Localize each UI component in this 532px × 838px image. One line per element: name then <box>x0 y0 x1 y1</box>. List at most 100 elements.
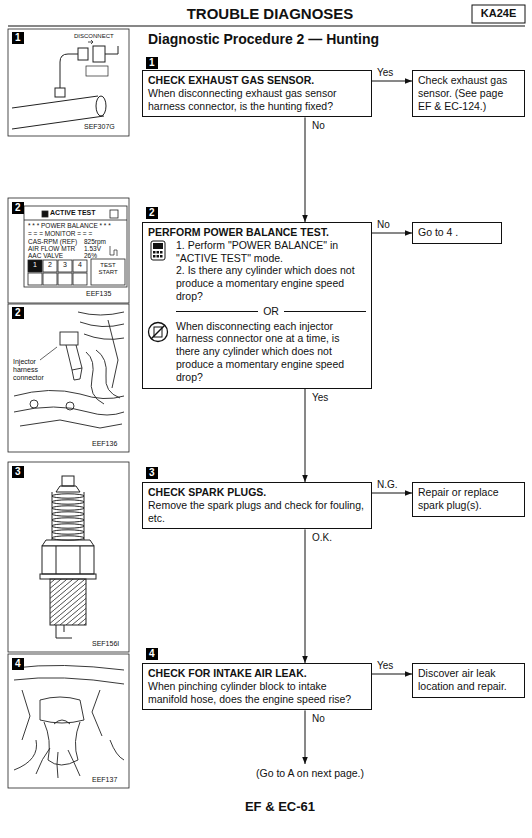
consult-screen <box>28 273 42 285</box>
spark-plug-figure <box>80 546 81 574</box>
flow-arrow <box>372 493 412 494</box>
edge-label: No <box>311 120 326 132</box>
intake-hose-figure <box>92 690 102 736</box>
screen-text: AAC VALVE <box>28 252 63 259</box>
consult-icon <box>147 240 169 262</box>
diagram-title: Diagnostic Procedure 2 — Hunting <box>148 31 379 47</box>
step-number: 1 <box>146 57 158 69</box>
panel-frame <box>8 462 129 652</box>
icon-stroke <box>157 251 160 254</box>
spark-plug-figure <box>40 476 96 638</box>
engine-injector-figure <box>66 402 74 410</box>
button-number: 4 <box>73 261 87 269</box>
spark-plug-figure <box>52 494 84 540</box>
edge-label: Yes <box>376 67 394 79</box>
consult-screen <box>110 246 117 256</box>
step-text: Go to 4 . <box>418 226 458 238</box>
callout-number: 4 <box>12 658 24 670</box>
insulator-rib <box>52 506 84 510</box>
screen-text: = = = MONITOR = = = <box>28 230 92 237</box>
step-heading: CHECK SPARK PLUGS. <box>148 486 266 498</box>
exhaust-sensor-figure <box>78 48 88 60</box>
text-block: PERFORM POWER BALANCE TEST. <box>148 226 366 239</box>
consult-screen <box>24 206 127 287</box>
consult-screen <box>58 260 72 272</box>
step-text: When pinching cylinder block to intake m… <box>148 680 351 705</box>
step-text: Discover air leak location and repair. <box>418 667 507 692</box>
icon-stroke <box>160 255 163 258</box>
step-text: Repair or replace spark plug(s). <box>418 486 499 511</box>
screen-text: AIR FLOW MTR <box>28 245 75 252</box>
header-rule <box>472 5 525 23</box>
no-tester-icon <box>147 321 169 343</box>
text-block: (Go to A on next page.) <box>250 767 370 780</box>
process-box: CHECK SPARK PLUGS.Remove the spark plugs… <box>142 482 372 529</box>
intake-hose-figure <box>14 740 37 770</box>
panel-frame <box>8 29 129 788</box>
insulator-rib <box>52 500 84 504</box>
consult-screen <box>91 259 125 285</box>
consult-screen <box>43 273 57 285</box>
spark-plug-figure <box>50 579 86 625</box>
engine-injector-figure <box>84 334 124 339</box>
icon-stroke <box>157 255 160 258</box>
text-block: 1. Perform "POWER BALANCE" in "ACTIVE TE… <box>148 239 366 265</box>
icon-stroke <box>160 251 163 254</box>
button-number: 2 <box>43 261 57 269</box>
consult-screen <box>58 273 72 285</box>
text-block: CHECK FOR INTAKE AIR LEAK. <box>148 667 366 680</box>
text-block: Check exhaust gas sensor. (See page EF &… <box>418 74 519 112</box>
engine-injector-figure <box>96 350 120 398</box>
screen-text: 26% <box>84 252 97 259</box>
panel-frame <box>8 29 129 136</box>
consult-screen <box>73 273 87 285</box>
screen-text: 825rpm <box>84 238 106 245</box>
callout-number: 2 <box>12 202 24 214</box>
panel-frame <box>8 654 129 788</box>
consult-screen <box>28 260 42 272</box>
insulator-rib <box>52 494 84 498</box>
exhaust-sensor-figure <box>12 40 118 129</box>
step-text: Remove the spark plugs and check for fou… <box>148 499 364 524</box>
engine-injector-figure <box>20 420 122 428</box>
spark-plug-figure <box>62 476 74 486</box>
page-header: TROUBLE DIAGNOSES <box>150 5 390 22</box>
step-heading: CHECK FOR INTAKE AIR LEAK. <box>148 667 307 679</box>
insulator-rib <box>52 512 84 516</box>
engine-code: KA24E <box>472 7 525 20</box>
engine-injector-figure <box>108 320 118 388</box>
step-text: OR <box>258 305 284 317</box>
edge-label: Yes <box>376 660 394 672</box>
spark-plug-figure <box>52 492 84 540</box>
icon-stroke <box>151 241 165 260</box>
exhaust-sensor-figure <box>60 54 78 88</box>
flow-arrow <box>305 389 306 482</box>
intake-hose-figure <box>40 697 84 723</box>
text-block: CHECK EXHAUST GAS SENSOR. <box>148 74 366 87</box>
step-number: 4 <box>146 648 158 660</box>
engine-injector-figure <box>78 312 124 315</box>
figure-code: EEF135 <box>86 290 111 298</box>
callout-number: 3 <box>12 466 24 478</box>
spark-plug-figure <box>56 546 57 574</box>
spark-plug-figure <box>56 625 72 638</box>
process-box: CHECK EXHAUST GAS SENSOR.When disconnect… <box>142 70 372 117</box>
text-block: OR <box>176 305 366 318</box>
text-block: CHECK SPARK PLUGS. <box>148 486 366 499</box>
insulator-rib <box>52 518 84 522</box>
figure-code: SEF307G <box>84 123 115 131</box>
intake-hose-figure <box>110 740 124 760</box>
flow-arrow <box>372 674 412 675</box>
screen-text: * * * POWER BALANCE * * * <box>28 222 111 229</box>
text-block: When pinching cylinder block to intake m… <box>148 680 366 706</box>
part-label: DISCONNECT <box>74 33 114 40</box>
step-heading: PERFORM POWER BALANCE TEST. <box>148 226 329 238</box>
exhaust-sensor-figure <box>12 96 98 108</box>
process-box: PERFORM POWER BALANCE TEST.1. Perform "P… <box>142 222 372 389</box>
exhaust-sensor-figure <box>93 46 105 62</box>
engine-injector-figure <box>14 407 124 415</box>
engine-injector-figure <box>66 345 82 370</box>
intake-hose-figure <box>14 678 124 684</box>
intake-hose-figure <box>22 690 30 740</box>
spark-plug-figure <box>40 574 96 579</box>
